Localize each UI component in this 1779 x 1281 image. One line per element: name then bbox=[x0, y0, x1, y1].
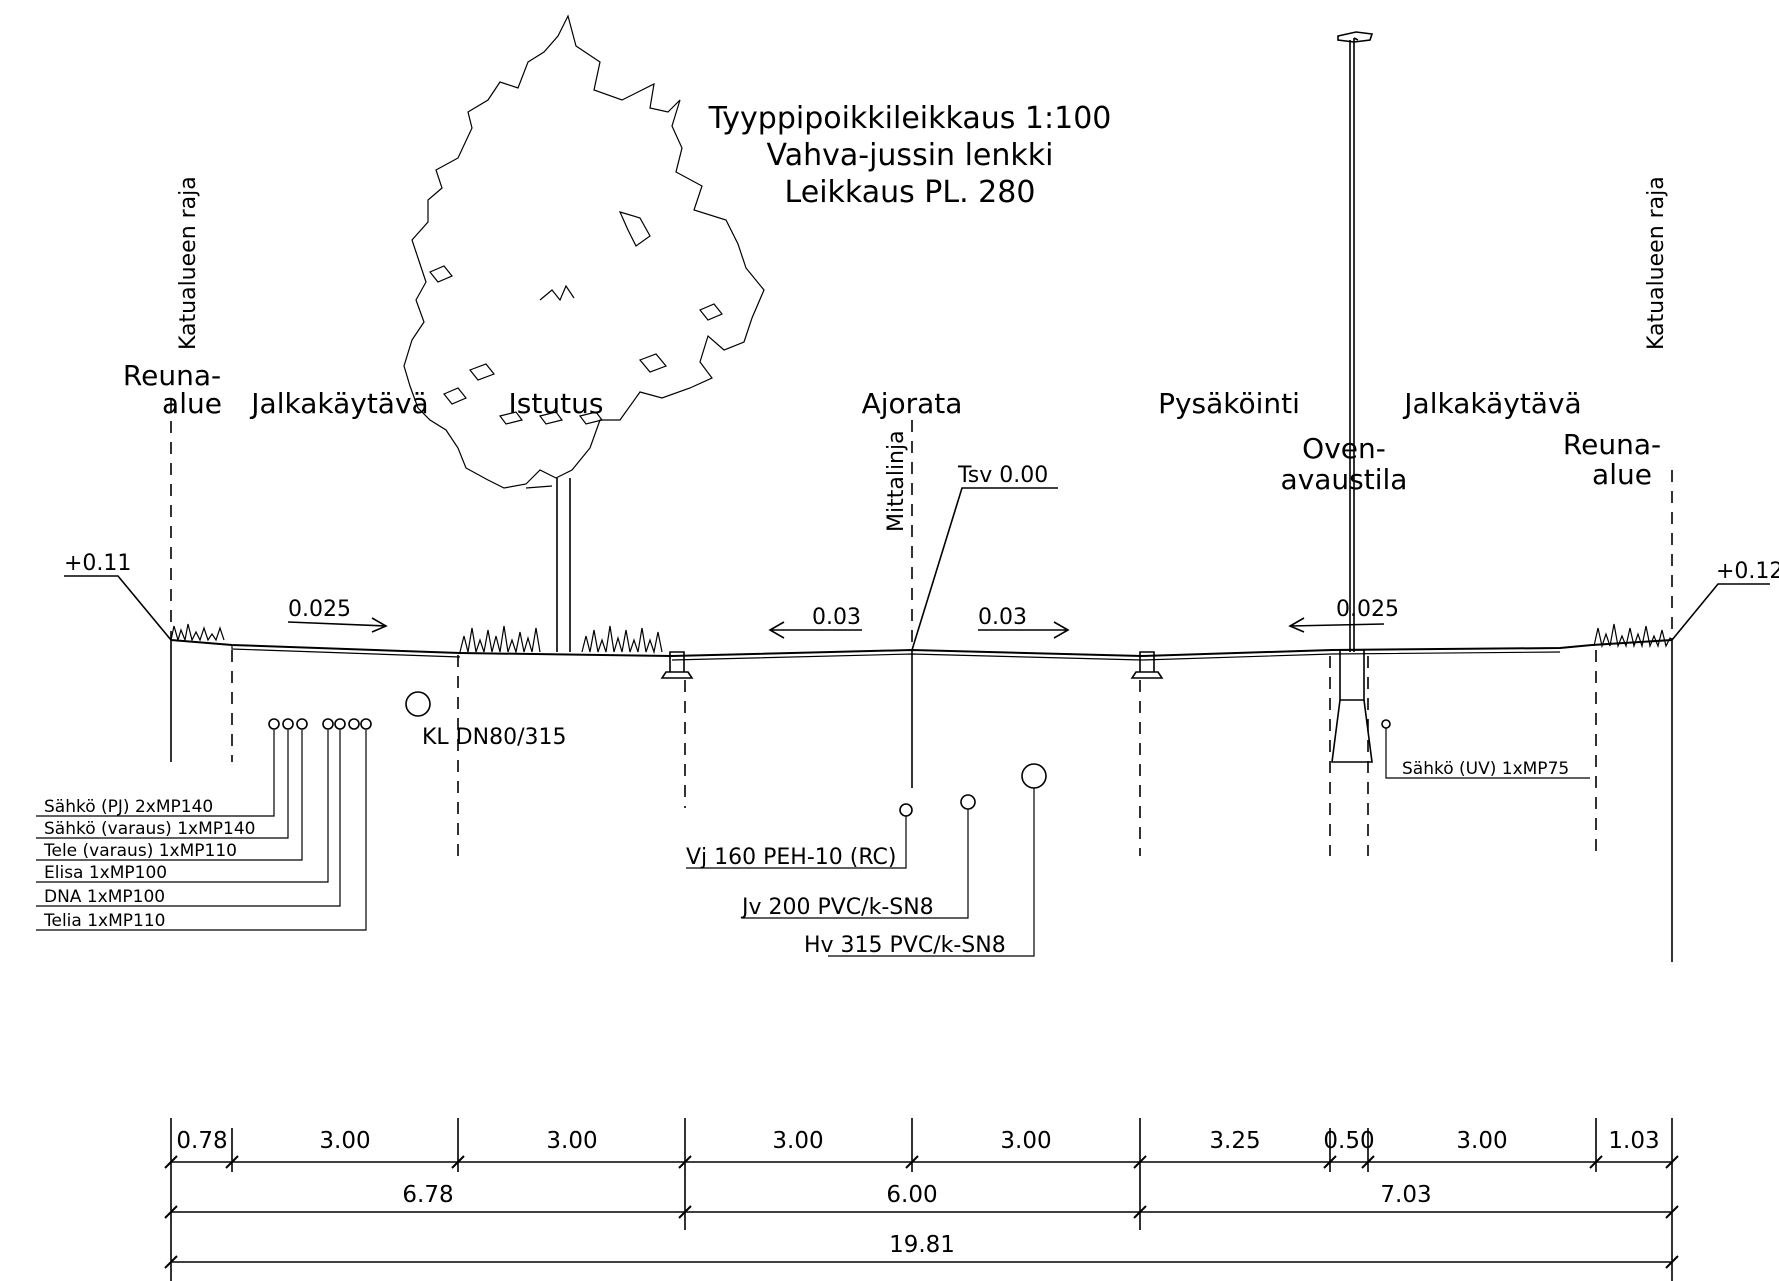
cable-circle-6 bbox=[348, 718, 360, 730]
jv-pipe-circle bbox=[960, 794, 976, 810]
zone-reuna-right-line2: alue bbox=[1592, 458, 1652, 491]
left-level-leader bbox=[64, 575, 172, 641]
right-level-leader bbox=[1671, 583, 1770, 641]
dim-3-00-e: 3.00 bbox=[1456, 1128, 1507, 1154]
dim-6-78: 6.78 bbox=[402, 1182, 453, 1208]
cable-circle-1 bbox=[268, 718, 280, 730]
mittalinja-label: Mittalinja bbox=[884, 430, 909, 532]
cable-circle-2 bbox=[282, 718, 294, 730]
cable-circle-7 bbox=[360, 718, 372, 730]
tsv-leader bbox=[911, 487, 1058, 651]
dim-0-78: 0.78 bbox=[176, 1128, 227, 1154]
cable-label-4: Elisa 1xMP100 bbox=[44, 863, 167, 883]
dim-3-00-c: 3.00 bbox=[772, 1128, 823, 1154]
vj-label: Vj 160 PEH-10 (RC) bbox=[686, 845, 897, 870]
zone-reuna-right-line1: Reuna- bbox=[1563, 428, 1661, 461]
hv-label: Hv 315 PVC/k-SN8 bbox=[804, 933, 1006, 958]
zone-ovenavaus-line2: avaustila bbox=[1281, 463, 1408, 496]
zone-ajorata: Ajorata bbox=[862, 387, 963, 420]
utility-pipes bbox=[36, 691, 1590, 957]
zone-jalkakaytava-left: Jalkakäytävä bbox=[249, 387, 428, 420]
sahko-uv-label: Sähkö (UV) 1xMP75 bbox=[1402, 759, 1569, 779]
dim-total: 19.81 bbox=[889, 1232, 955, 1258]
zone-istutus: Istutus bbox=[509, 387, 604, 420]
slope-arrow-parking bbox=[1288, 617, 1385, 633]
vj-pipe-circle bbox=[899, 803, 913, 817]
zone-ovenavaus-line1: Oven- bbox=[1302, 432, 1386, 465]
dim-3-00-a: 3.00 bbox=[319, 1128, 370, 1154]
dim-1-03: 1.03 bbox=[1608, 1128, 1659, 1154]
slope-arrow-road-left bbox=[768, 621, 862, 639]
cable-label-3: Tele (varaus) 1xMP110 bbox=[43, 841, 237, 861]
zone-reuna-left-line2: alue bbox=[162, 387, 222, 420]
kl-pipe-circle bbox=[405, 691, 431, 717]
left-level: +0.11 bbox=[64, 551, 131, 576]
zone-jalkakaytava-right: Jalkakäytävä bbox=[1402, 387, 1581, 420]
zone-pysakointi: Pysäköinti bbox=[1158, 387, 1300, 420]
cable-circle-4 bbox=[322, 718, 334, 730]
slope-road-right: 0.03 bbox=[978, 605, 1027, 630]
title-line-1: Tyyppipoikkileikkaus 1:100 bbox=[708, 101, 1112, 136]
sahko-uv-circle bbox=[1381, 719, 1391, 729]
dim-3-25: 3.25 bbox=[1209, 1128, 1260, 1154]
hv-pipe-circle bbox=[1021, 763, 1047, 789]
slope-road-left: 0.03 bbox=[812, 605, 861, 630]
tsv-level: Tsv 0.00 bbox=[957, 463, 1048, 488]
slope-arrow-sidewalk-left bbox=[287, 617, 388, 633]
jv-label: Jv 200 PVC/k-SN8 bbox=[740, 895, 934, 920]
kl-label: KL DN80/315 bbox=[422, 725, 566, 750]
dim-6-00: 6.00 bbox=[886, 1182, 937, 1208]
street-light-pole bbox=[1331, 31, 1374, 763]
slope-sidewalk-left: 0.025 bbox=[288, 597, 351, 622]
slope-parking: 0.025 bbox=[1336, 597, 1399, 622]
cable-circle-3 bbox=[296, 718, 308, 730]
dim-7-03: 7.03 bbox=[1380, 1182, 1431, 1208]
dimension-chains bbox=[164, 1118, 1679, 1281]
dim-0-50: 0.50 bbox=[1323, 1128, 1374, 1154]
tree-illustration bbox=[403, 14, 765, 652]
cable-label-1: Sähkö (PJ) 2xMP140 bbox=[44, 797, 213, 817]
right-boundary-label: Katualueen raja bbox=[1644, 176, 1669, 350]
ground-profile bbox=[170, 623, 1673, 679]
reference-lines bbox=[170, 400, 1673, 962]
dim-3-00-d: 3.00 bbox=[1000, 1128, 1051, 1154]
zone-reuna-left-line1: Reuna- bbox=[123, 359, 221, 392]
slope-arrow-road-right bbox=[978, 621, 1070, 639]
cable-circle-5 bbox=[334, 718, 346, 730]
cable-label-6: Telia 1xMP110 bbox=[43, 911, 165, 931]
dim-3-00-b: 3.00 bbox=[546, 1128, 597, 1154]
title-line-3: Leikkaus PL. 280 bbox=[785, 175, 1036, 210]
left-boundary-label: Katualueen raja bbox=[176, 176, 201, 350]
cable-label-2: Sähkö (varaus) 1xMP140 bbox=[44, 819, 255, 839]
right-level: +0.12 bbox=[1716, 559, 1779, 584]
cable-label-5: DNA 1xMP100 bbox=[44, 887, 165, 907]
title-line-2: Vahva-jussin lenkki bbox=[767, 138, 1054, 173]
